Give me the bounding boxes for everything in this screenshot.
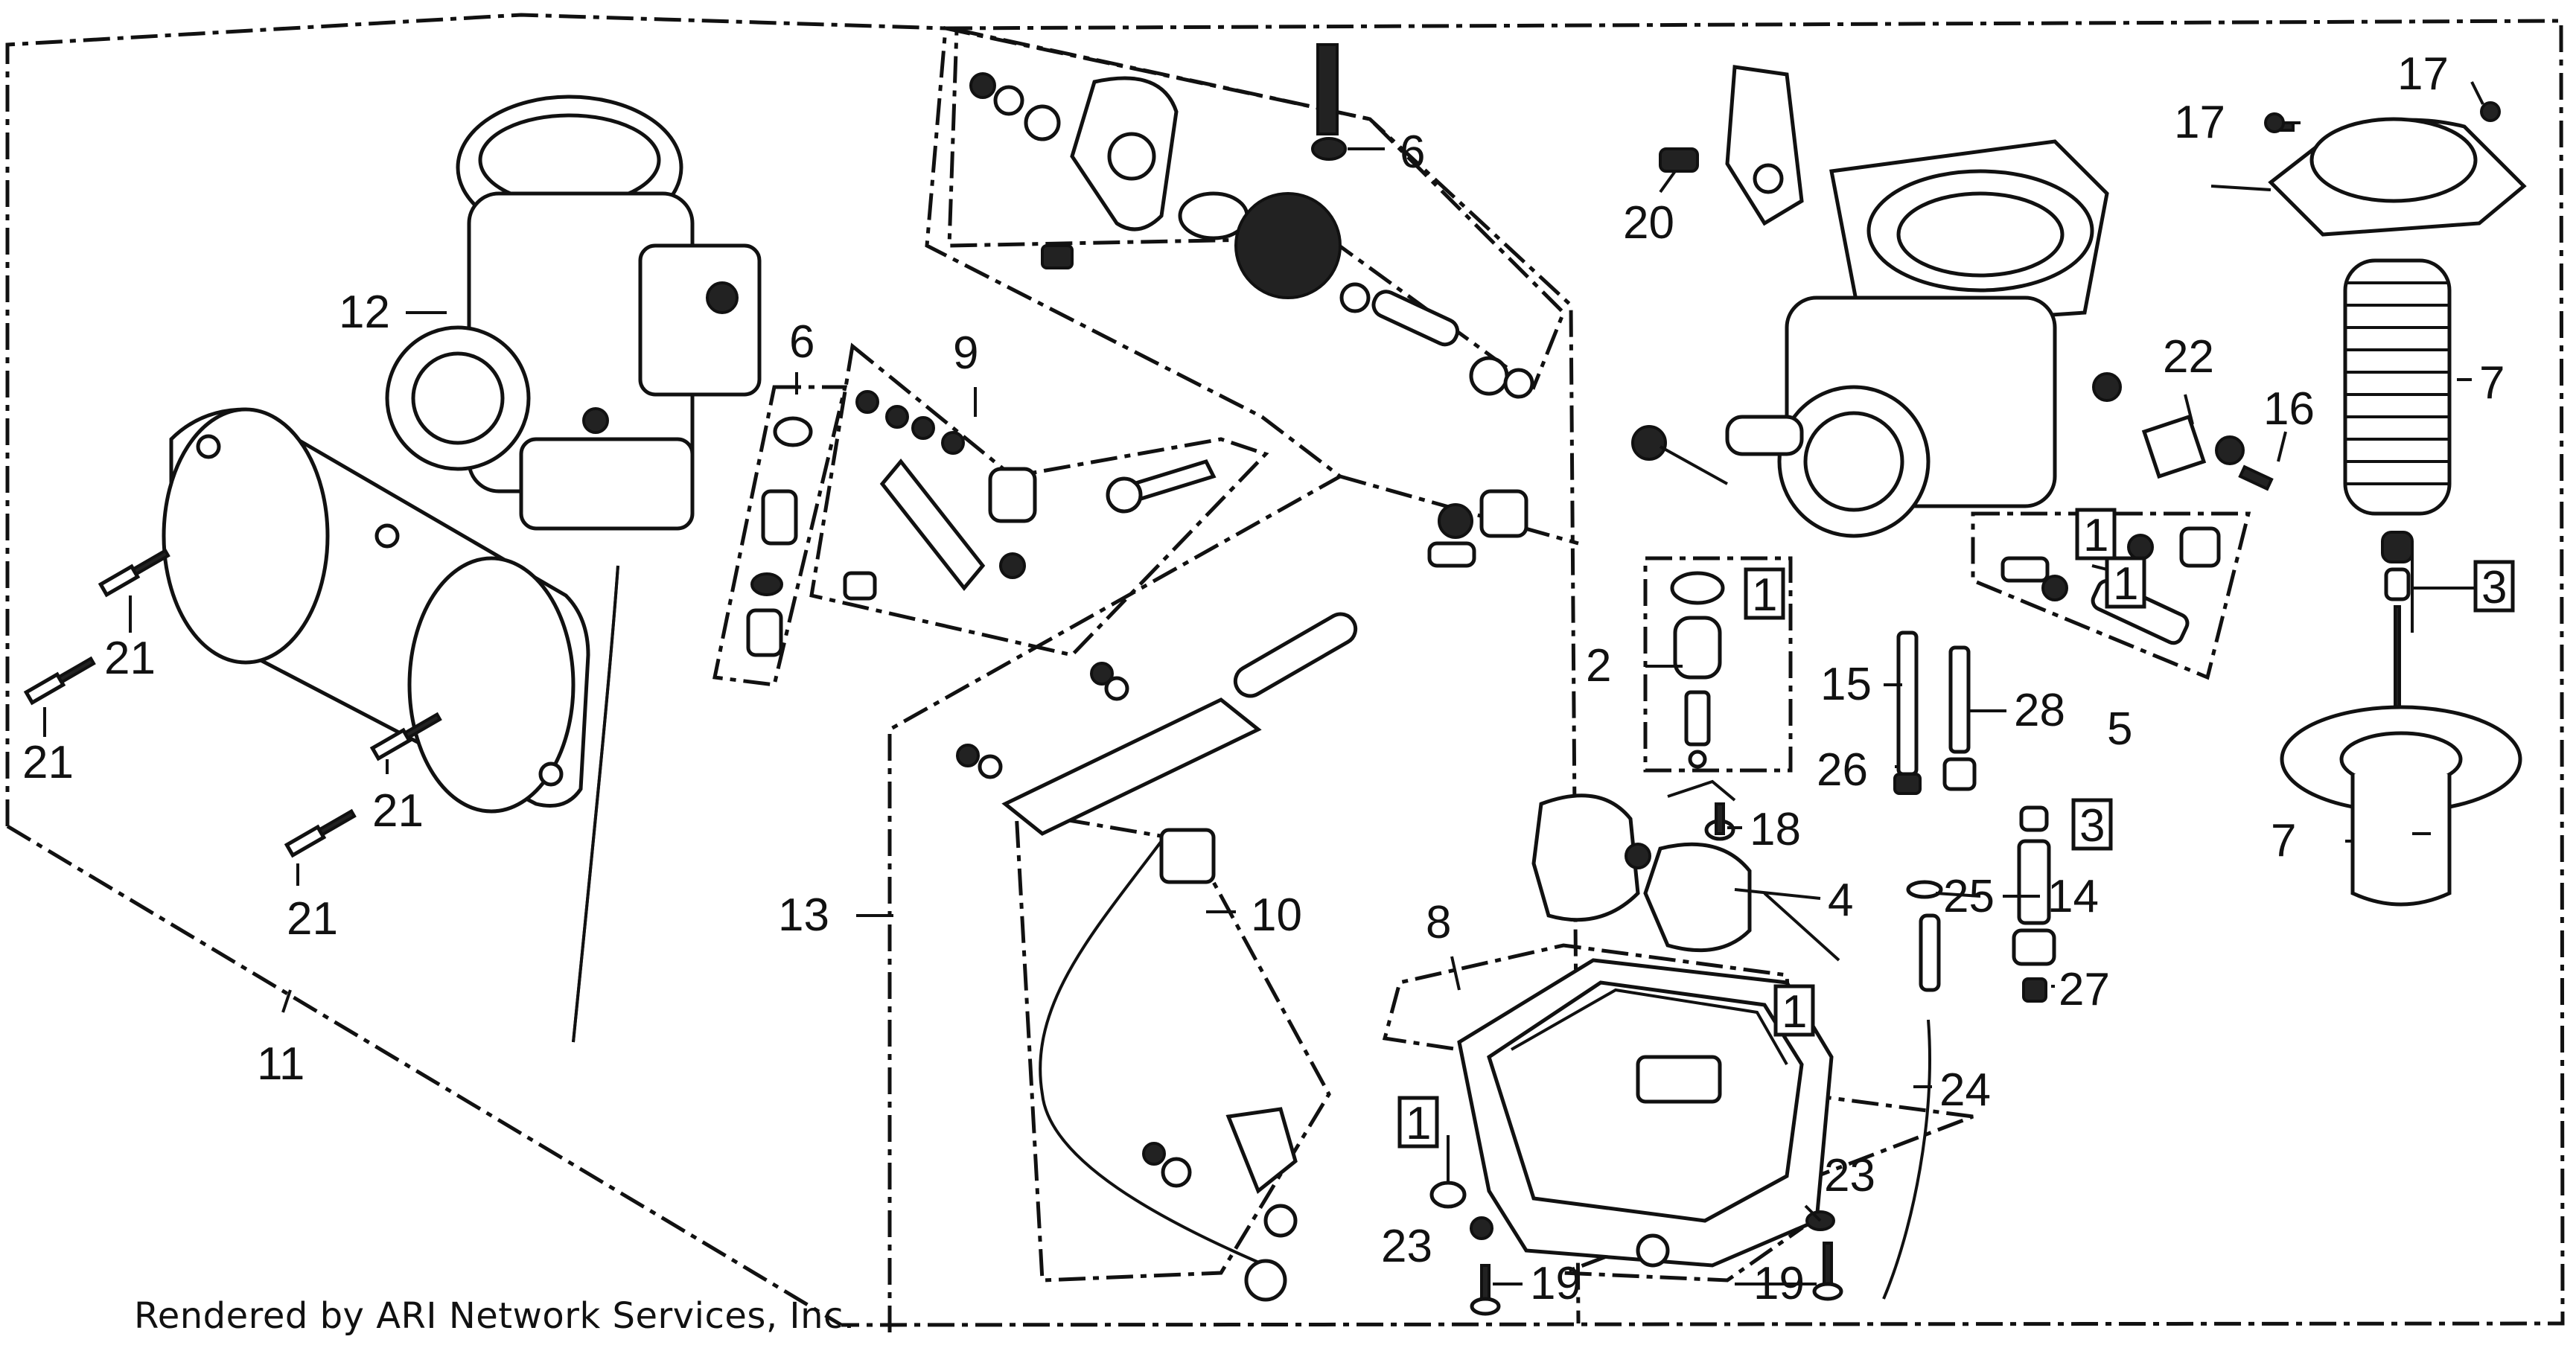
callout-21-b: 21 bbox=[22, 737, 74, 788]
parts-13-linkage bbox=[956, 489, 1528, 836]
callout-18: 18 bbox=[1750, 804, 1801, 855]
screw-21-group bbox=[23, 548, 442, 858]
boxed-callout-1-c: 1 bbox=[2105, 556, 2146, 610]
callout-7-a: 7 bbox=[2479, 357, 2505, 409]
callout-6-left: 6 bbox=[789, 316, 814, 368]
callout-28: 28 bbox=[2014, 685, 2065, 736]
floats-4 bbox=[1531, 793, 1840, 962]
callout-7-b: 7 bbox=[2271, 815, 2296, 866]
svg-text:1: 1 bbox=[2113, 558, 2138, 610]
boxed-callout-1-e: 1 bbox=[1397, 1096, 1439, 1149]
needle-3 bbox=[2381, 531, 2414, 720]
screws-19-washers-23 bbox=[1470, 1210, 1843, 1316]
right-carburetor-body bbox=[1631, 139, 2122, 538]
parts-6-top bbox=[969, 43, 1534, 399]
callout-2: 2 bbox=[1586, 640, 1611, 692]
boxed-callout-1-d: 1 bbox=[1773, 984, 1815, 1038]
callout-23-b: 23 bbox=[1824, 1150, 1875, 1201]
callout-15: 15 bbox=[1820, 659, 1872, 710]
diaphragm-assembly bbox=[2264, 101, 2527, 907]
callout-13: 13 bbox=[778, 890, 829, 941]
svg-text:1: 1 bbox=[1782, 986, 1807, 1038]
callout-26: 26 bbox=[1817, 744, 1868, 796]
callout-25: 25 bbox=[1943, 871, 1995, 922]
callout-27: 27 bbox=[2059, 964, 2110, 1015]
callout-17-a: 17 bbox=[2174, 97, 2225, 148]
left-carburetor-body bbox=[385, 95, 762, 1043]
diaphragm-piston-7 bbox=[2280, 705, 2522, 907]
callout-labels: 12 6 6 9 10 13 11 21 21 21 21 20 22 16 1… bbox=[22, 48, 2505, 1309]
callout-12: 12 bbox=[339, 287, 390, 338]
callout-19-b: 19 bbox=[1753, 1258, 1805, 1309]
boxed-callouts: 1 1 1 1 1 3 3 bbox=[1397, 508, 2515, 1149]
footer-credit: Rendered by ARI Network Services, Inc. bbox=[134, 1295, 855, 1337]
callout-17-b: 17 bbox=[2397, 48, 2449, 100]
svg-text:1: 1 bbox=[1752, 569, 1777, 621]
boxed-callout-1-b: 1 bbox=[2075, 508, 2117, 561]
callout-21-a: 21 bbox=[104, 633, 156, 684]
parts-5-jets bbox=[2000, 526, 2221, 645]
assembly-boundary-lines bbox=[5, 13, 2565, 1332]
leader-lines bbox=[43, 81, 2487, 1285]
callout-9: 9 bbox=[953, 328, 978, 379]
svg-text:3: 3 bbox=[2481, 562, 2507, 613]
callout-21-c: 21 bbox=[372, 785, 424, 837]
spring-7 bbox=[2343, 258, 2452, 516]
callout-24: 24 bbox=[1939, 1064, 1991, 1116]
callout-8: 8 bbox=[1426, 897, 1451, 948]
callout-23-a: 23 bbox=[1381, 1221, 1432, 1272]
tube-24 bbox=[1882, 880, 1943, 1300]
callout-4: 4 bbox=[1828, 875, 1853, 926]
boxed-callout-3-b: 3 bbox=[2071, 798, 2113, 852]
jets-15-26-28 bbox=[1893, 630, 1977, 795]
insulator-plate bbox=[162, 407, 590, 814]
screw-18 bbox=[1704, 802, 1735, 841]
callout-21-d: 21 bbox=[287, 893, 338, 945]
callout-11: 11 bbox=[257, 1038, 305, 1090]
callout-22: 22 bbox=[2163, 331, 2214, 383]
boxed-callout-3-a: 3 bbox=[2473, 560, 2515, 613]
callout-14: 14 bbox=[2047, 871, 2099, 922]
parts-22-16 bbox=[2141, 414, 2274, 491]
parts-9-linkage bbox=[843, 390, 1217, 601]
callout-19-a: 19 bbox=[1530, 1258, 1581, 1309]
callout-16: 16 bbox=[2263, 383, 2315, 435]
bracket-20 bbox=[1659, 65, 1804, 226]
callout-5: 5 bbox=[2107, 703, 2132, 755]
svg-text:1: 1 bbox=[1406, 1098, 1431, 1149]
callout-10: 10 bbox=[1251, 890, 1302, 941]
parts-14-27 bbox=[2012, 805, 2056, 1003]
svg-text:3: 3 bbox=[2079, 800, 2105, 852]
callout-20: 20 bbox=[1623, 197, 1674, 249]
svg-text:1: 1 bbox=[2083, 510, 2108, 561]
float-chamber-8 bbox=[1429, 958, 1834, 1268]
callout-6-top: 6 bbox=[1400, 127, 1425, 178]
parts-6-left bbox=[746, 416, 813, 657]
boxed-callout-1-a: 1 bbox=[1744, 567, 1785, 621]
parts-2-float-valve bbox=[1667, 571, 1736, 802]
parts-10-cable bbox=[1039, 828, 1298, 1302]
